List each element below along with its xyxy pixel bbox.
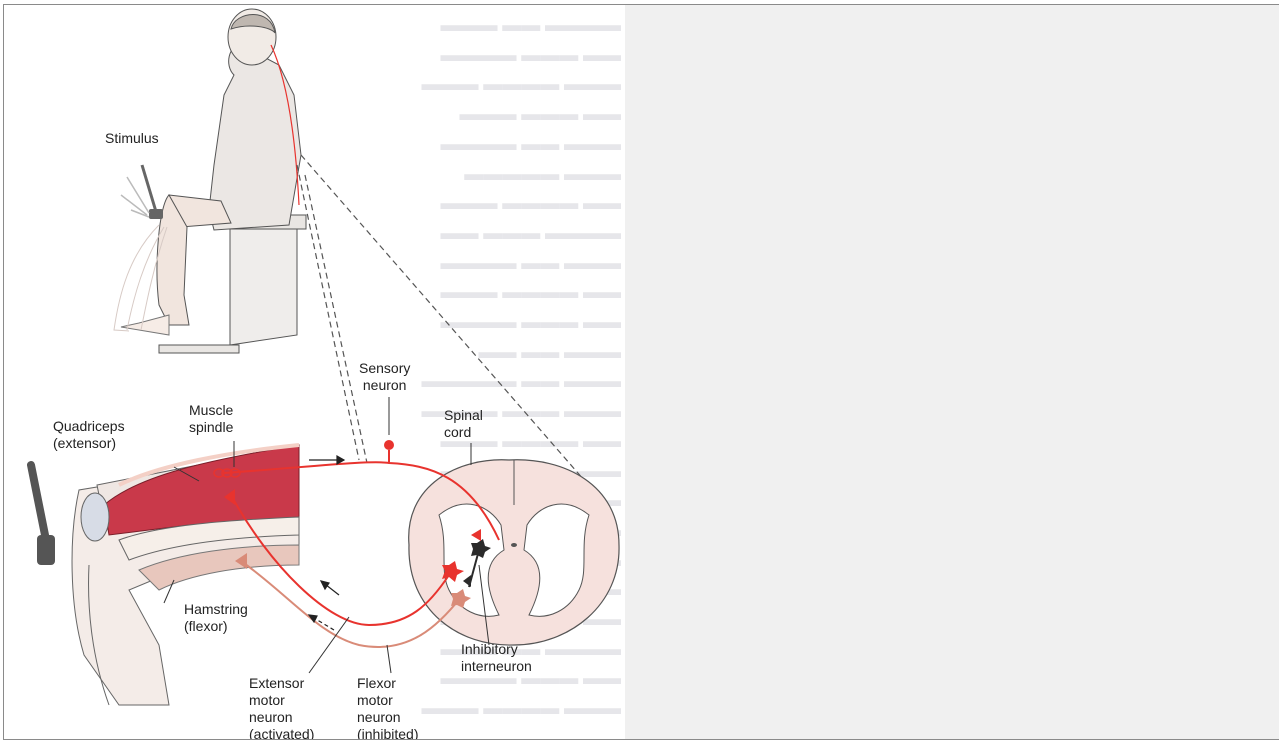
muscle-spindle-label: Muscle spindle [189,402,233,436]
muscle-spindle-label-line1: Muscle [189,402,233,419]
hamstring-label-line1: Hamstring [184,601,248,618]
extensor-label-line2: motor [249,692,314,709]
flexor-label-line1: Flexor [357,675,418,692]
extensor-label-line1: Extensor [249,675,314,692]
quadriceps-label-line2: (extensor) [53,435,125,452]
muscle-spindle-label-line2: spindle [189,419,233,436]
flexor-label-line4: (inhibited) [357,726,418,739]
inhibitory-interneuron-label-line2: interneuron [461,658,532,675]
spinal-cord-label: Spinal cord [444,407,483,441]
hamstring-label: Hamstring (flexor) [184,601,248,635]
inhibitory-interneuron-label: Inhibitory interneuron [461,641,532,675]
diagram-drawing [9,5,625,739]
inhibitory-interneuron-label-line1: Inhibitory [461,641,532,658]
empty-viewer-area [625,5,1279,739]
sensory-neuron-icon [384,440,394,450]
direction-arrows [309,456,344,630]
spinal-cord-cross-section-icon [409,460,619,645]
extensor-label-line3: neuron [249,709,314,726]
spinal-cord-label-line1: Spinal [444,407,483,424]
seated-person-icon [114,9,306,353]
hamstring-label-line2: (flexor) [184,618,248,635]
magnification-lines [297,155,584,480]
sensory-neuron-label: Sensory neuron [359,360,410,394]
stimulus-label: Stimulus [105,130,159,147]
knee-jerk-reflex-figure: ▬▬▬ ▬▬ ▬▬▬▬▬▬▬▬ ▬▬▬ ▬▬▬▬▬ ▬▬▬▬ ▬▬▬▬▬▬ ▬▬… [9,5,625,739]
flexor-motor-neuron-label: Flexor motor neuron (inhibited) [357,675,418,739]
spinal-cord-label-line2: cord [444,424,483,441]
sensory-neuron-label-line2: neuron [359,377,410,394]
extensor-label-line4: (activated) [249,726,314,739]
flexor-label-line3: neuron [357,709,418,726]
sensory-neuron-label-line1: Sensory [359,360,410,377]
flexor-label-line2: motor [357,692,418,709]
extensor-motor-neuron-label: Extensor motor neuron (activated) [249,675,314,739]
quadriceps-label: Quadriceps (extensor) [53,418,125,452]
quadriceps-label-line1: Quadriceps [53,418,125,435]
